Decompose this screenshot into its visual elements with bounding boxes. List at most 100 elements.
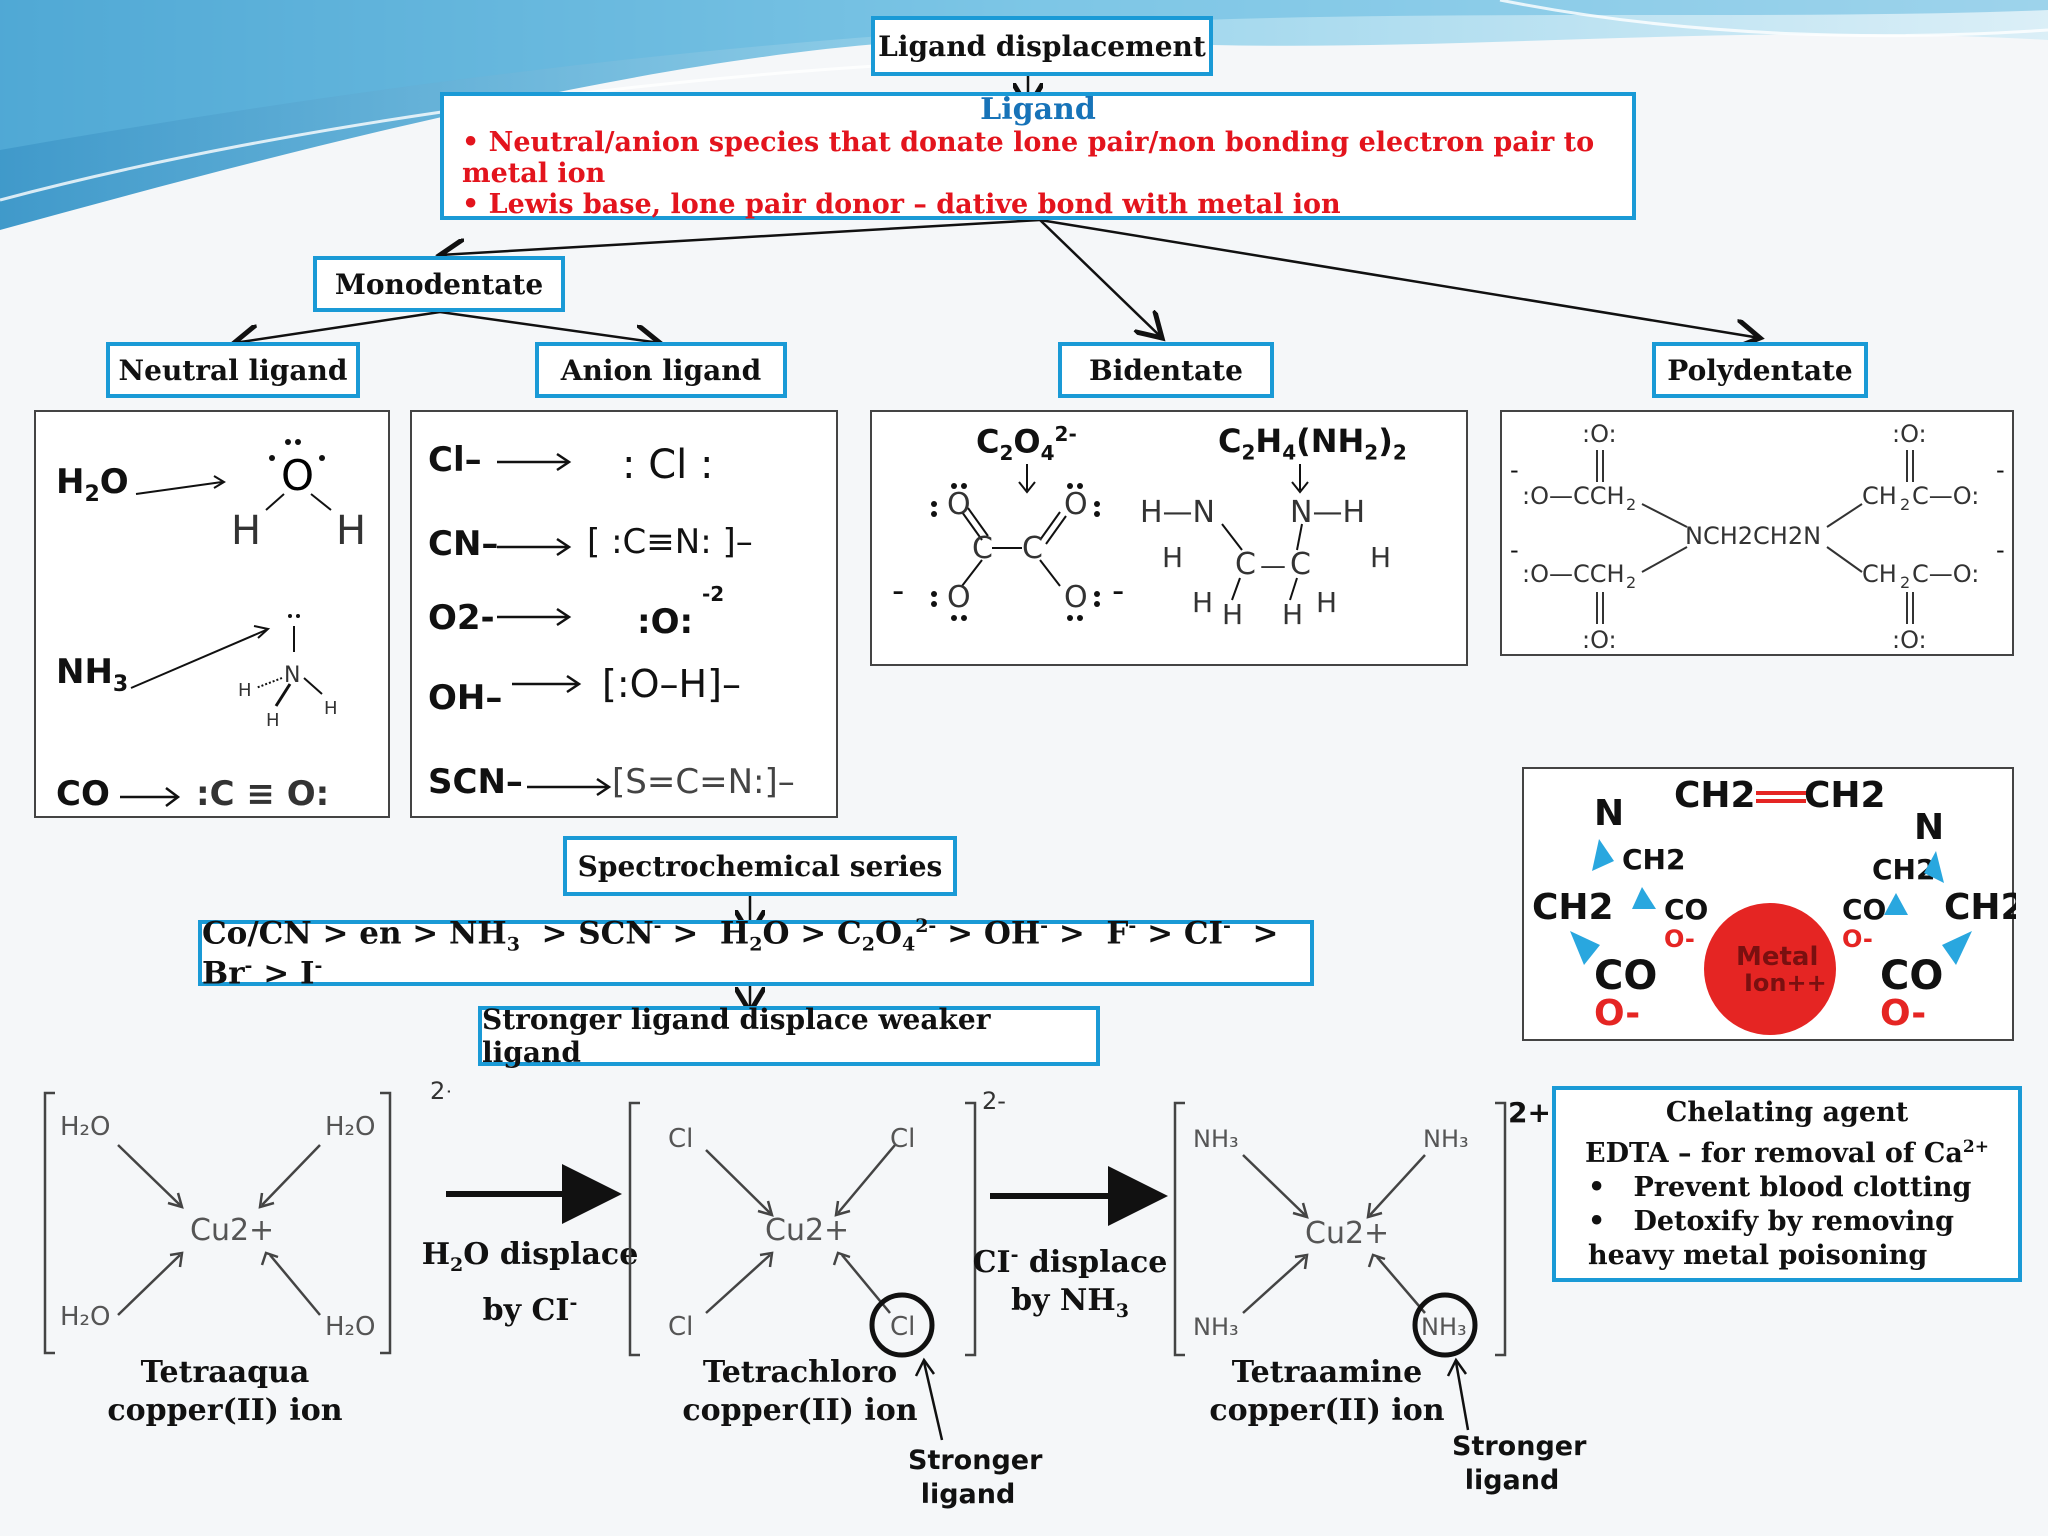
svg-text:NH₃: NH₃ — [1421, 1313, 1467, 1341]
chelate-co-outer-right: CO — [1880, 953, 1943, 999]
complex-tetrachloro: Cl Cl Cl Cl Cu2+ 2- — [628, 1087, 1006, 1358]
chelate-co-outer-left: CO — [1594, 953, 1657, 999]
svg-text:H: H — [1192, 586, 1213, 619]
svg-text:-: - — [892, 571, 904, 611]
svg-text::O—CCH: :O—CCH — [1522, 482, 1625, 510]
chelating-title: Chelating agent — [1665, 1097, 1909, 1128]
svg-text:H: H — [1222, 598, 1243, 631]
svg-text::O:: :O: — [1892, 626, 1927, 654]
tetraamine-name-2: copper(II) ion — [1209, 1393, 1445, 1428]
spectrochemical-series: Co/CN > en > NH3 > SCN- > H2O > C2O42- >… — [202, 914, 1279, 992]
tetraaqua-name-2: copper(II) ion — [107, 1393, 343, 1428]
chelate-ch2-top-right: CH2 — [1804, 775, 1886, 816]
complex-tetraamine: NH₃ NH₃ NH₃ NH₃ Cu2+ — [1173, 1101, 1507, 1358]
svg-text:2: 2 — [1900, 495, 1910, 514]
polydentate-label: Polydentate — [1667, 353, 1853, 387]
tetraaqua-caption: Tetraaqua copper(II) ion — [90, 1354, 360, 1430]
spectrochemical-title-box: Spectrochemical series — [563, 836, 957, 896]
tetrachloro-charge: 2- — [982, 1087, 1006, 1115]
svg-text:Cl: Cl — [668, 1124, 693, 1154]
tetrachloro-caption: Tetrachloro copper(II) ion — [665, 1354, 935, 1430]
chelate-metal-image: Metal Ion++ N N CH2 CH2 CH2 CH2 CH2 CH2 … — [1522, 767, 2016, 1041]
ion-label: Ion++ — [1744, 969, 1827, 997]
svg-text:2: 2 — [1626, 573, 1636, 592]
chelating-bullet-2: • Detoxify by removing heavy metal poiso… — [1588, 1206, 1955, 1271]
cl-formula: Cl– — [428, 440, 482, 480]
svg-text:2: 2 — [1626, 495, 1636, 514]
reaction-1-line1: H2O displace — [421, 1237, 639, 1276]
chelating-bullet-1: • Prevent blood clotting — [1588, 1172, 1972, 1203]
reaction-2-line2: by NH3 — [1011, 1283, 1129, 1322]
page-title: Ligand displacement — [878, 29, 1206, 63]
polydentate-box: Polydentate — [1652, 342, 1868, 398]
svg-text:O: O — [947, 487, 971, 522]
stronger-ligand-2-line1: Stronger — [1452, 1431, 1587, 1462]
chelate-co-inner-left: CO — [1664, 893, 1708, 926]
svg-text:C: C — [1022, 531, 1043, 566]
ligand-title: Ligand — [980, 92, 1096, 127]
chelating-agent-box: Chelating agent EDTA – for removal of Ca… — [1552, 1086, 2022, 1282]
bidentate-label: Bidentate — [1089, 353, 1243, 387]
co-arrow — [120, 787, 181, 807]
tetraaqua-center: Cu2+ — [190, 1213, 274, 1248]
svg-text:H₂O: H₂O — [325, 1312, 375, 1342]
neutral-ligand-panel: H2O O H H NH3 N H H H CO :C ≡ O: — [34, 410, 390, 818]
svg-text::O:: :O: — [1892, 420, 1927, 448]
chelate-left-n: N — [1594, 793, 1624, 834]
conclusion-text: Stronger ligand displace weaker ligand — [482, 1003, 991, 1069]
o2-charge: -2 — [702, 582, 725, 606]
chelating-subtitle: EDTA – for removal of Ca2+ — [1584, 1137, 1989, 1169]
svg-text:-: - — [1996, 536, 2005, 564]
svg-text::O—CCH: :O—CCH — [1522, 560, 1625, 588]
tetrachloro-center: Cu2+ — [765, 1213, 849, 1248]
neutral-ligand-box: Neutral ligand — [106, 342, 360, 398]
svg-text:H—N: H—N — [1140, 495, 1215, 530]
svg-text:C: C — [1290, 547, 1311, 582]
svg-text:CH: CH — [1862, 560, 1897, 588]
chelate-right-n: N — [1914, 807, 1944, 848]
svg-text:Cl: Cl — [890, 1124, 915, 1154]
reaction-1-label: H2O displace by CI- — [420, 1236, 640, 1330]
svg-text:2: 2 — [1900, 573, 1910, 592]
co-structure: :C ≡ O: — [196, 774, 330, 814]
tetraaqua-charge: 2+ — [430, 1077, 450, 1105]
conclusion-box: Stronger ligand displace weaker ligand — [478, 1003, 1100, 1069]
stronger-ligand-label-1: Stronger ligand — [908, 1444, 1042, 1512]
svg-text:-: - — [1112, 571, 1124, 611]
complex-tetraaqua: H₂O H₂O H₂O H₂O Cu2+ 2+ — [43, 1077, 450, 1355]
chelate-ch2-outer-left: CH2 — [1532, 887, 1614, 928]
tetraamine-center: Cu2+ — [1305, 1216, 1389, 1251]
o2-structure: :O: — [637, 602, 694, 642]
scn-structure: [S=C=N:]– — [612, 762, 795, 802]
anion-ligand-label: Anion ligand — [560, 353, 762, 387]
svg-text:C: C — [1235, 547, 1256, 582]
svg-text:-: - — [1996, 456, 2005, 484]
ligand-bullet-1: • Neutral/anion species that donate lone… — [462, 127, 1595, 189]
header-title-box: Ligand displacement — [871, 16, 1213, 76]
svg-text:H: H — [1370, 541, 1391, 574]
bidentate-panel: C2O42- C2H4(NH2)2 C C O O O O - - H—N N—… — [870, 410, 1468, 666]
anion-ligand-box: Anion ligand — [535, 342, 787, 398]
svg-text:H: H — [231, 508, 261, 552]
chelate-ch2-inner-left: CH2 — [1622, 843, 1685, 876]
svg-text:C: C — [972, 531, 993, 566]
metal-label: Metal — [1736, 942, 1818, 972]
o2-formula: O2- — [428, 598, 495, 638]
stronger-ligand-2-line2: ligand — [1464, 1465, 1560, 1496]
stronger-ligand-1-line2: ligand — [920, 1479, 1016, 1510]
monodentate-box: Monodentate — [313, 256, 565, 312]
oh-structure: [:O–H]– — [602, 662, 741, 706]
anion-arrows — [497, 452, 612, 797]
chelate-ch2-outer-right: CH2 — [1944, 887, 2016, 928]
reaction-1-line2: by CI- — [482, 1292, 578, 1328]
chelate-o-inner-left: O- — [1664, 925, 1695, 953]
edta-center-label: NCH2CH2N — [1685, 522, 1821, 550]
chelating-bullet-2-text: Detoxify by removing heavy metal poisoni… — [1588, 1206, 1955, 1271]
cl-structure: : Cl : — [622, 442, 714, 488]
h2o-structure: O H H — [135, 439, 366, 552]
svg-text:H₂O: H₂O — [325, 1112, 375, 1142]
tetrachloro-name-2: copper(II) ion — [682, 1393, 918, 1428]
